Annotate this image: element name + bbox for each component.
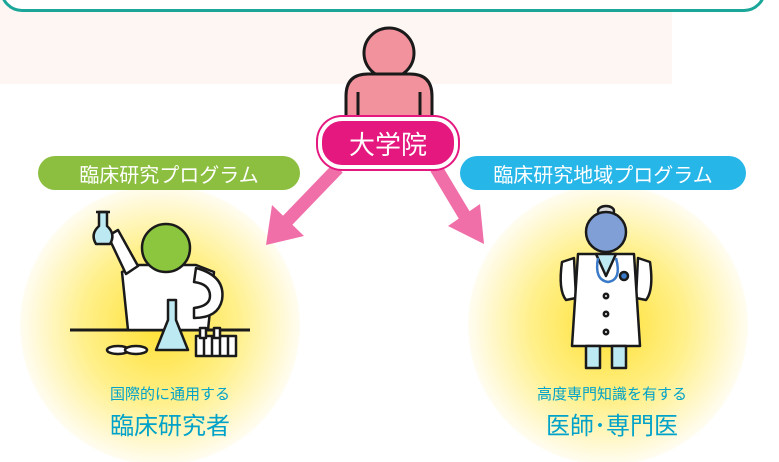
left-outcome-title: 臨床研究者 [110,412,230,440]
arrow-to-left-icon [266,163,343,245]
graduate-school-label: 大学院 [318,117,458,169]
doctor-illustration-icon [559,204,653,370]
left-outcome-subtitle: 国際的に通用する [109,385,230,403]
arrow-to-right-icon [430,164,484,244]
researcher-illustration-icon [70,210,250,358]
top-background-band [0,0,672,84]
person-icon [344,26,434,122]
right-outcome-title: 医師･専門医 [546,412,678,440]
right-outcome-subtitle: 高度専門知識を有する [536,385,687,403]
regional-clinical-research-program-label: 臨床研究地域プログラム [460,156,746,190]
clinical-research-program-label: 臨床研究プログラム [38,156,300,190]
